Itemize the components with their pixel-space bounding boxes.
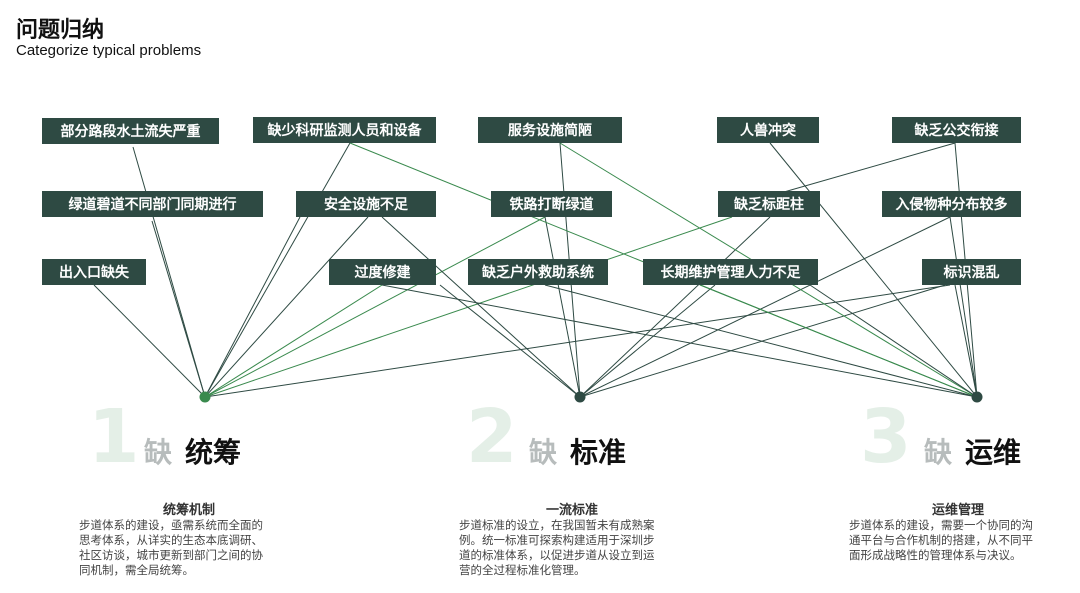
- link-line: [381, 284, 978, 398]
- problem-box: 出入口缺失: [42, 259, 146, 285]
- problem-box: 过度修建: [329, 259, 436, 285]
- link-line: [439, 284, 581, 398]
- category-subtitle: 统筹机制: [162, 503, 215, 518]
- link-line: [809, 284, 978, 398]
- link-line: [204, 216, 546, 398]
- problem-box: 绿道碧道不同部门同期进行: [42, 191, 263, 217]
- category-description: 步道体系的建设，需要一个协同的沟通平台与合作机制的搭建，从不同平 面形成战略性的…: [849, 518, 1033, 562]
- link-line: [151, 220, 206, 398]
- link-line: [579, 216, 771, 398]
- link-line: [579, 284, 716, 398]
- link-line: [132, 146, 206, 398]
- hub-2: [574, 391, 586, 403]
- category-prefix: 缺: [924, 436, 953, 469]
- problem-box: 缺少科研监测人员和设备: [253, 117, 436, 143]
- link-line: [204, 216, 301, 398]
- link-line: [544, 284, 978, 398]
- link-line: [544, 216, 581, 398]
- problem-box: 服务设施简陋: [478, 117, 622, 143]
- link-line: [769, 142, 978, 398]
- problem-box: 缺乏公交衔接: [892, 117, 1021, 143]
- category-number: 2: [466, 394, 518, 480]
- category-number: 3: [860, 394, 912, 480]
- category-title: 标准: [570, 436, 627, 469]
- problem-box: 缺乏标距柱: [718, 191, 820, 217]
- link-line: [769, 142, 956, 197]
- link-line: [949, 216, 978, 398]
- link-line: [204, 216, 369, 398]
- page-subtitle: Categorize typical problems: [16, 42, 202, 59]
- category-number: 1: [88, 394, 140, 480]
- category-description: 步道体系的建设，亟需系统而全面的思考体系，从详实的生态本底调研、 社区访谈，城市…: [79, 518, 263, 577]
- category-prefix: 缺: [144, 436, 173, 469]
- category-title: 运维: [965, 436, 1022, 469]
- problem-box: 安全设施不足: [296, 191, 436, 217]
- category-description: 步道标准的设立，在我国暂未有成熟案例。统一标准可探索构建适用于深圳步 道的标准体…: [459, 518, 655, 577]
- link-line: [381, 216, 581, 398]
- page-title: 问题归纳: [16, 18, 105, 43]
- link-line: [204, 284, 951, 398]
- link-line: [954, 284, 978, 398]
- problem-box: 铁路打断绿道: [491, 191, 612, 217]
- hub-3: [971, 391, 983, 403]
- problem-box: 长期维护管理人力不足: [643, 259, 818, 285]
- link-line: [93, 284, 206, 398]
- category-prefix: 缺: [529, 436, 558, 469]
- link-line: [204, 284, 383, 398]
- link-line: [699, 284, 978, 398]
- problem-box: 部分路段水土流失严重: [42, 118, 219, 144]
- problem-box: 缺乏户外救助系统: [468, 259, 608, 285]
- category-subtitle: 一流标准: [545, 503, 598, 518]
- category-title: 统筹: [185, 436, 242, 469]
- problem-box: 人兽冲突: [717, 117, 819, 143]
- link-line: [204, 142, 351, 398]
- problem-box: 入侵物种分布较多: [882, 191, 1021, 217]
- category-subtitle: 运维管理: [931, 503, 984, 518]
- problem-box: 标识混乱: [922, 259, 1021, 285]
- hub-1: [199, 391, 211, 403]
- link-line: [579, 216, 951, 398]
- link-line: [204, 216, 733, 398]
